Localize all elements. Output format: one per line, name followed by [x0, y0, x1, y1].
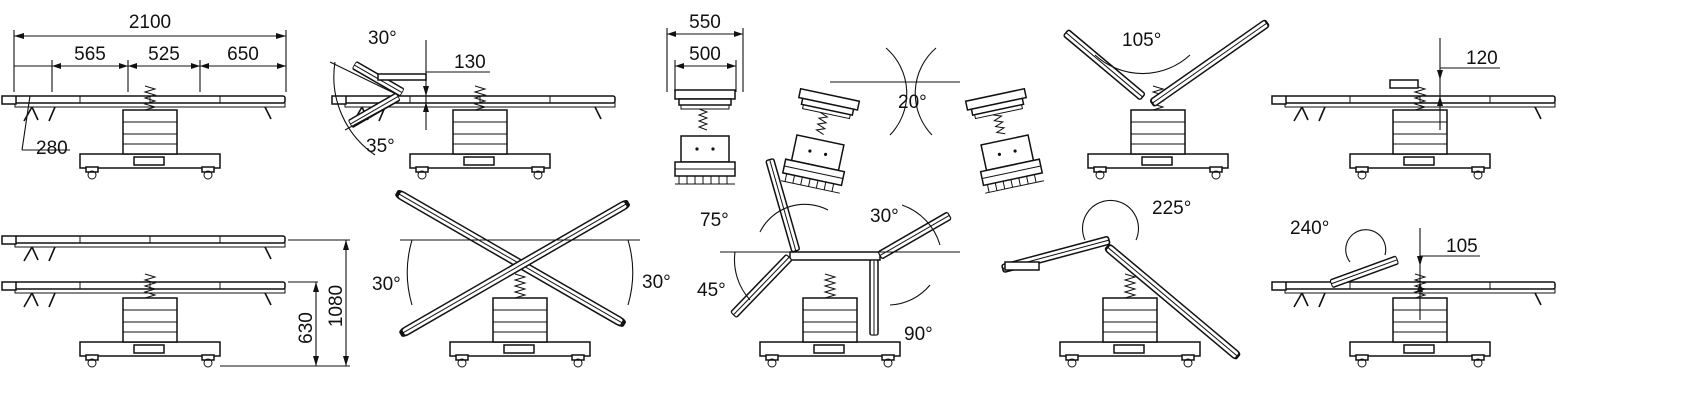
label-back-75: 75° — [700, 210, 729, 231]
label-2100: 2100 — [129, 12, 171, 33]
label-flex-240: 240° — [1290, 218, 1329, 239]
label-head-down: 35° — [366, 136, 395, 157]
label-130: 130 — [454, 52, 486, 73]
label-630: 630 — [296, 312, 317, 344]
panel-reflex-225: 225° — [1000, 198, 1242, 368]
label-550: 550 — [689, 12, 721, 33]
label-trend-right: 30° — [642, 272, 671, 293]
panel-end-view: 550 500 — [666, 12, 744, 185]
label-120: 120 — [1466, 48, 1498, 69]
label-leg-30: 30° — [870, 206, 899, 227]
label-565: 565 — [74, 44, 106, 65]
label-105: 105 — [1446, 236, 1478, 257]
panel-trendelenburg: 30° 30° — [372, 188, 671, 368]
panel-side-dimensions: 2100 565 525 650 280 — [1, 12, 287, 180]
panel-flex-240: 240° 105 — [1271, 218, 1556, 368]
panel-back-leg: 75° 45° 30° 90° — [697, 157, 960, 368]
label-back-45: 45° — [697, 280, 726, 301]
label-650: 650 — [227, 44, 259, 65]
dimension-segments — [51, 60, 286, 92]
label-525: 525 — [148, 44, 180, 65]
panel-kidney-120: 120 — [1271, 38, 1556, 180]
dimension-280 — [14, 65, 70, 151]
panel-back-105: 105° — [1062, 18, 1271, 180]
panel-head-tilt: 30° 35° 130 — [329, 28, 616, 180]
label-reflex-225: 225° — [1152, 198, 1191, 219]
label-280: 280 — [36, 138, 68, 159]
label-1080: 1080 — [326, 285, 347, 327]
label-lateral-tilt: 20° — [898, 92, 927, 113]
panel-lateral-tilt: 20° — [780, 47, 1045, 194]
label-500: 500 — [689, 44, 721, 65]
label-head-up: 30° — [368, 28, 397, 49]
label-back-105: 105° — [1122, 30, 1161, 51]
panel-height-range: 1080 630 — [1, 235, 350, 368]
label-leg-90: 90° — [904, 324, 933, 345]
dimension-2100 — [13, 30, 287, 92]
label-trend-left: 30° — [372, 274, 401, 295]
